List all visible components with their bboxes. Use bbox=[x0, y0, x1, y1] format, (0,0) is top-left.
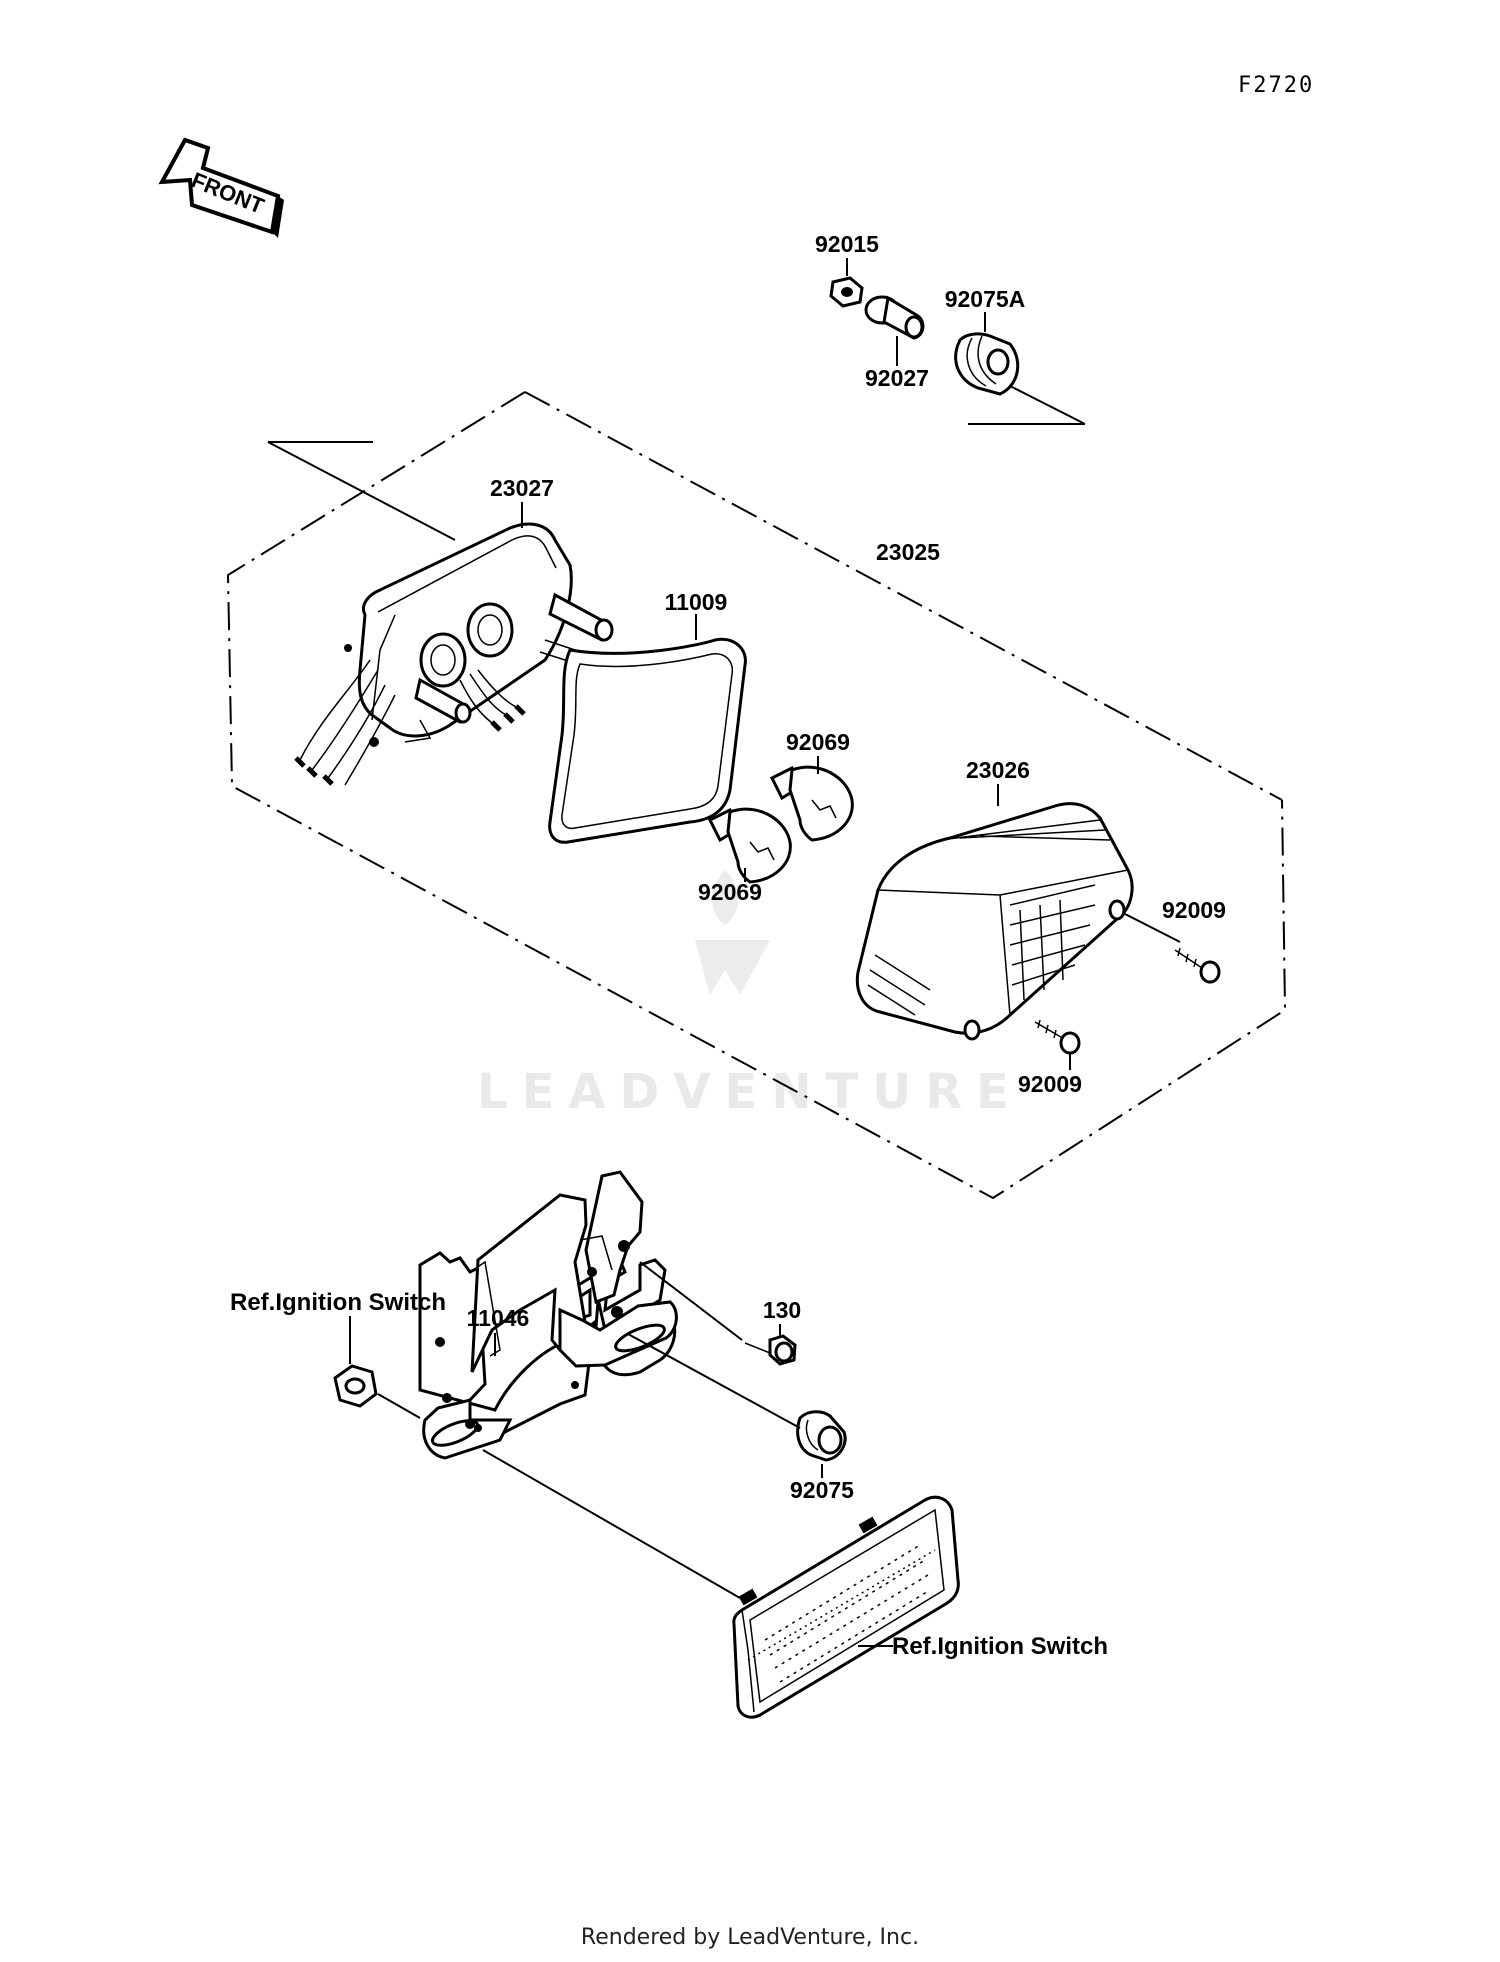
label-92009-lower: 92009 bbox=[1018, 1071, 1082, 1097]
leader-92009-right bbox=[1124, 913, 1181, 943]
grommet-92075A-icon bbox=[954, 332, 1020, 396]
reflector-icon bbox=[732, 1495, 960, 1719]
label-92015: 92015 bbox=[815, 231, 879, 257]
label-92075A: 92075A bbox=[945, 286, 1026, 312]
leader-bolt-to-bracket bbox=[639, 1261, 743, 1341]
bulb-92069-lower-icon bbox=[707, 807, 792, 884]
ref-line-diagonal bbox=[267, 441, 456, 541]
label-92075: 92075 bbox=[790, 1477, 854, 1503]
lamp-base-23027-icon bbox=[294, 522, 614, 786]
bracket-11046-icon bbox=[418, 1170, 678, 1460]
label-ref-ignition-nut: Ref.Ignition Switch bbox=[230, 1289, 446, 1316]
label-23026: 23026 bbox=[966, 757, 1030, 783]
watermark-text: LEADVENTURE bbox=[477, 1064, 1023, 1120]
label-11009: 11009 bbox=[665, 589, 728, 615]
leader-reflector-to-bracket bbox=[482, 1449, 741, 1599]
collar-92027-icon bbox=[864, 295, 925, 340]
nut-92015-icon bbox=[829, 276, 864, 308]
label-11046: 11046 bbox=[467, 1305, 530, 1331]
label-23025: 23025 bbox=[876, 539, 940, 565]
nut-ref-ignition-icon bbox=[333, 1364, 378, 1408]
lens-23026-icon bbox=[855, 802, 1134, 1041]
grommet-group bbox=[829, 258, 1086, 425]
label-ref-ignition-reflector: Ref.Ignition Switch bbox=[892, 1633, 1108, 1660]
bolt-130-icon bbox=[744, 1334, 797, 1366]
label-92009-right: 92009 bbox=[1162, 897, 1226, 923]
screw-92009-lower-icon bbox=[1034, 1019, 1081, 1055]
front-arrow-icon: FRONT bbox=[158, 137, 284, 238]
label-92027: 92027 bbox=[865, 365, 929, 391]
assembly-boundary bbox=[226, 391, 1287, 1200]
label-23027: 23027 bbox=[490, 475, 554, 501]
label-92069-upper: 92069 bbox=[786, 729, 850, 755]
leader-nut-bracket bbox=[377, 1393, 421, 1419]
assembly-boundary-top bbox=[524, 391, 1283, 801]
watermark: LEADVENTURE bbox=[477, 870, 1023, 1120]
screw-92009-right-icon bbox=[1174, 947, 1221, 984]
leader-grommet-diag bbox=[1009, 385, 1086, 425]
leader-grommet-to-bracket bbox=[627, 1333, 801, 1429]
label-130: 130 bbox=[763, 1297, 801, 1323]
label-92069-lower: 92069 bbox=[698, 879, 762, 905]
footer-credit: Rendered by LeadVenture, Inc. bbox=[581, 1925, 919, 1950]
bulb-92069-upper-icon bbox=[769, 765, 854, 842]
watermark-logo-icon bbox=[695, 870, 770, 995]
grommet-92075-icon bbox=[796, 1410, 847, 1462]
diagram-code: F2720 bbox=[1238, 73, 1314, 98]
gasket-11009-icon bbox=[548, 637, 747, 844]
